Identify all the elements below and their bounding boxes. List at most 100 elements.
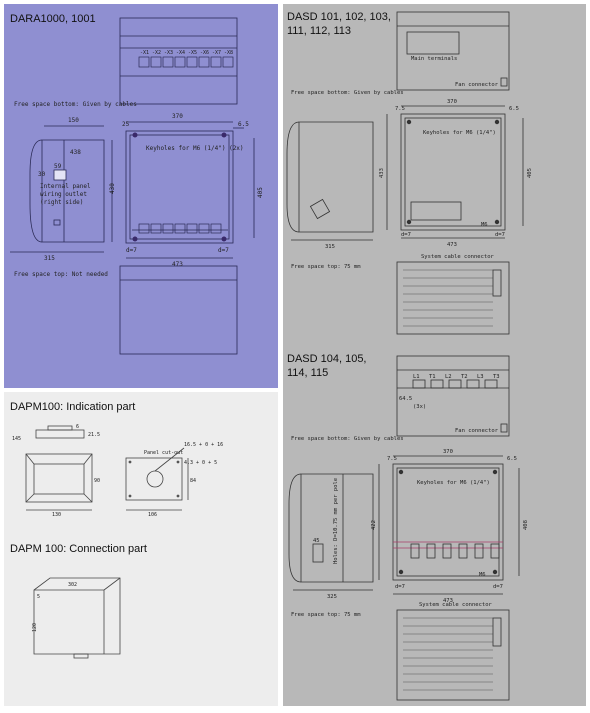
terminal-label: -X7 [212, 50, 221, 56]
dara-bottom-view [119, 265, 238, 355]
dim-label: 370 [172, 113, 183, 120]
dim-label: 106 [148, 512, 157, 518]
terminal-label: -X1 [140, 50, 149, 56]
terminal-label: -X5 [188, 50, 197, 56]
keyhole-icon [406, 119, 412, 125]
dasd2-front-view [392, 463, 504, 581]
dim-label: 433 [379, 168, 385, 178]
keyholes-label: Keyholes for M6 (1/4") (2x) [146, 145, 244, 152]
keyholes-label: Keyholes for M6 (1/4") [417, 480, 490, 486]
dara-panel: DARA1000, 1001 [4, 4, 278, 388]
keyholes-label: Keyholes for M6 (1/4") [423, 130, 496, 136]
dim-label: 6.5 [509, 106, 519, 112]
dim-label: 315 [44, 255, 55, 262]
dapm-connection-title: DAPM 100: Connection part [10, 543, 147, 555]
keyhole-icon [406, 219, 412, 225]
dim-label: 473 [447, 242, 457, 248]
dim-label: 302 [68, 582, 77, 588]
dim-label: 130 [52, 512, 61, 518]
m6-label: M6 [479, 572, 486, 578]
dapm-connection-box [33, 577, 121, 655]
dara-drawing: -X1 -X2 -X3 -X4 -X5 -X6 -X7 -X8 Free spa… [10, 17, 264, 355]
dim-label: 25 [122, 121, 130, 128]
dim-label: 6.5 [507, 456, 517, 462]
fan-connector-label: Fan connector [455, 82, 499, 88]
dim-label: 7.5 [395, 106, 405, 112]
dasd1-side-view [298, 121, 374, 233]
system-cable-label: System cable connector [419, 602, 493, 608]
dim-label: 90 [94, 478, 100, 484]
dara-side-view [41, 139, 105, 243]
dim-label: d=7 [493, 584, 503, 590]
terminal-label: L1 [413, 374, 420, 380]
dasd1-bottom-view [396, 261, 510, 335]
dasd1-note-top: Free space top: 75 mm [291, 264, 361, 270]
keyhole-icon [132, 236, 138, 242]
dasd-panel: DASD 101, 102, 103, 111, 112, 113 DASD 1… [283, 4, 586, 706]
dasd2-bottom-view [396, 609, 510, 701]
dasd-drawing: Main terminals Fan connector Free space … [286, 11, 533, 701]
dara-note-bottom: Free space bottom: Given by cables [14, 101, 137, 108]
dim-label: d=7 [495, 232, 505, 238]
dim-label: 64.5 [399, 396, 412, 402]
dim-label: 21.5 [88, 432, 100, 438]
dim-label: 6 [76, 424, 79, 430]
wiring-label: Internal panel [40, 183, 91, 190]
dim-label: 30 [38, 171, 46, 178]
dapm-cutout-view [125, 457, 183, 501]
dim-label: 438 [70, 149, 81, 156]
m6-label: M6 [481, 222, 488, 228]
keyhole-icon [492, 469, 498, 475]
dim-label: (3x) [413, 404, 426, 410]
dapm-drawing: 6 21.5 145 130 90 106 84 Panel cut-out 1… [12, 424, 223, 659]
dapm-front-view [25, 453, 93, 503]
dim-label: 370 [447, 99, 457, 105]
holes-label: Holes: D=10.75 mm per pole [333, 478, 339, 564]
dim-label: 145 [12, 436, 21, 442]
dim-label: 5 [37, 594, 40, 600]
dim-label: 6.5 [238, 121, 249, 128]
terminal-label: -X8 [224, 50, 233, 56]
wiring-label: (right side) [40, 199, 83, 206]
main-terminals-label: Main terminals [411, 56, 457, 62]
dasd2-note-top: Free space top: 75 mm [291, 612, 361, 618]
dapm-indication-title: DAPM100: Indication part [10, 401, 136, 413]
keyhole-icon [398, 469, 404, 475]
fan-connector-label: Fan connector [455, 428, 499, 434]
dim-label: 473 [172, 261, 183, 268]
dim-label: d=7 [401, 232, 411, 238]
dara-title: DARA1000, 1001 [10, 13, 96, 25]
dasd1-note-bottom: Free space bottom: Given by cables [291, 90, 404, 96]
keyhole-icon [221, 132, 227, 138]
dasd2-top-view [396, 355, 510, 437]
keyhole-icon [398, 569, 404, 575]
keyhole-icon [221, 236, 227, 242]
dim-label: 45 [313, 538, 320, 544]
dara-front-view [125, 130, 234, 244]
dara-top-view [119, 17, 238, 105]
dim-label: 7.5 [387, 456, 397, 462]
dim-label: 408 [523, 520, 529, 530]
dim-label: 84 [190, 478, 196, 484]
dim-label: 150 [68, 117, 79, 124]
terminal-label: T1 [429, 374, 436, 380]
keyhole-icon [494, 219, 500, 225]
terminal-label: L3 [477, 374, 484, 380]
dim-label: 370 [443, 449, 453, 455]
dara-note-top: Free space top: Not needed [14, 271, 108, 278]
dim-label: 405 [527, 168, 533, 178]
terminal-label: L2 [445, 374, 452, 380]
keyhole-icon [492, 569, 498, 575]
dim-label: 430 [109, 183, 116, 194]
system-cable-label: System cable connector [421, 254, 495, 260]
terminal-label: T3 [493, 374, 500, 380]
dim-label: 120 [32, 623, 38, 632]
dasd2-title-line2: 114, 115 [287, 367, 329, 379]
dim-label: d=7 [218, 247, 229, 254]
dapm-top-profile [35, 429, 85, 439]
cutout-label: Panel cut-out [144, 450, 183, 456]
terminal-label: -X6 [200, 50, 209, 56]
hole-label: 4.3 + 0 + 5 [184, 460, 217, 466]
keyhole-icon [494, 119, 500, 125]
hole-label: 16.5 + 0 + 16 [184, 442, 223, 448]
